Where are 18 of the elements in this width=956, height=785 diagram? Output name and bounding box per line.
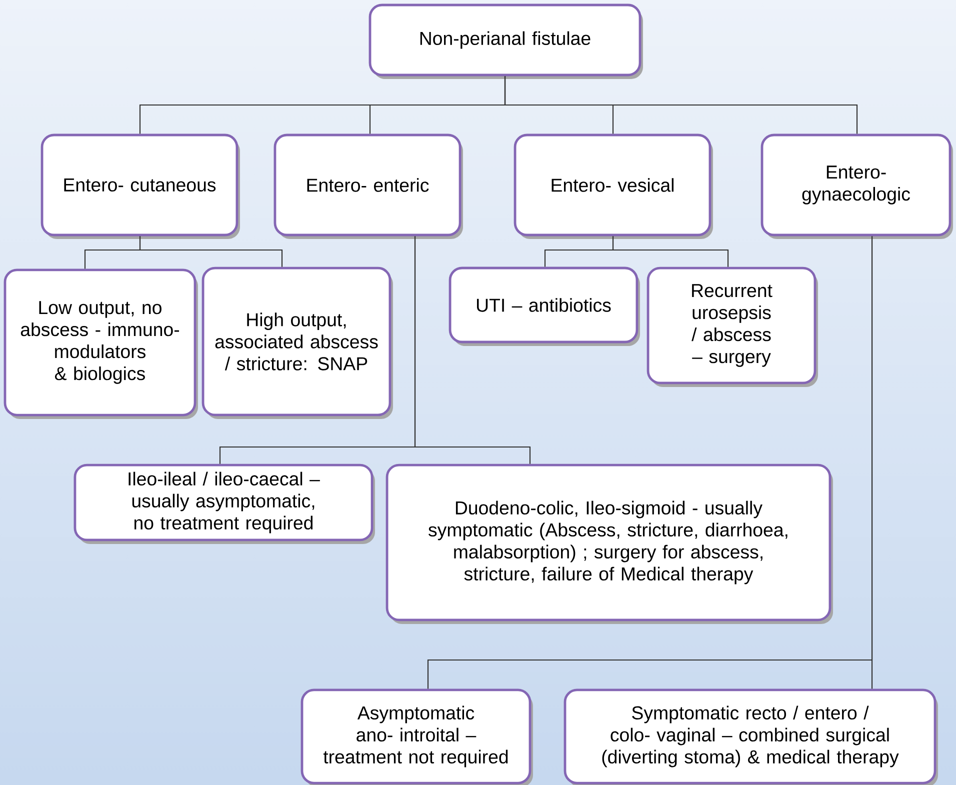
connector-line	[139, 236, 283, 267]
rounded-box: Asymptomatic ano- introital – treatment not required	[300, 688, 533, 785]
rounded-box: Non-perianal fistulae	[368, 4, 643, 79]
rounded-box: Ileo-ileal / ileo-caecal – usually asymptomatic, no treatment required	[74, 464, 375, 544]
connector-line	[414, 236, 531, 464]
connector-line	[612, 236, 729, 267]
rounded-box: Symptomatic recto / entero / colo- vaginal – combined surgical (diverting stoma) & medical therapy	[564, 688, 938, 785]
rounded-box: Entero- gynaecologic	[760, 134, 954, 239]
rounded-box: Entero- vesical	[514, 134, 713, 239]
rounded-box: High output, associated abscess / stricture: SNAP	[202, 266, 393, 419]
rounded-box: Recurrent urosepsis / abscess – surgery	[646, 266, 818, 387]
rounded-box: Low output, no abscess - immuno- modulators & biologics	[4, 268, 198, 419]
rounded-box: Entero- enteric	[274, 134, 463, 239]
connector-line	[871, 236, 873, 689]
rounded-box: UTI – antibiotics	[448, 266, 640, 346]
rounded-box: Duodeno-colic, Ileo-sigmoid - usually symptomatic (Abscess, stricture, diarrhoea, malabsorption) ; surgery for abscess, stricture, failure of Medical therapy	[386, 464, 834, 624]
rounded-box: Entero- cutaneous	[40, 134, 240, 239]
connector-line	[504, 76, 858, 134]
